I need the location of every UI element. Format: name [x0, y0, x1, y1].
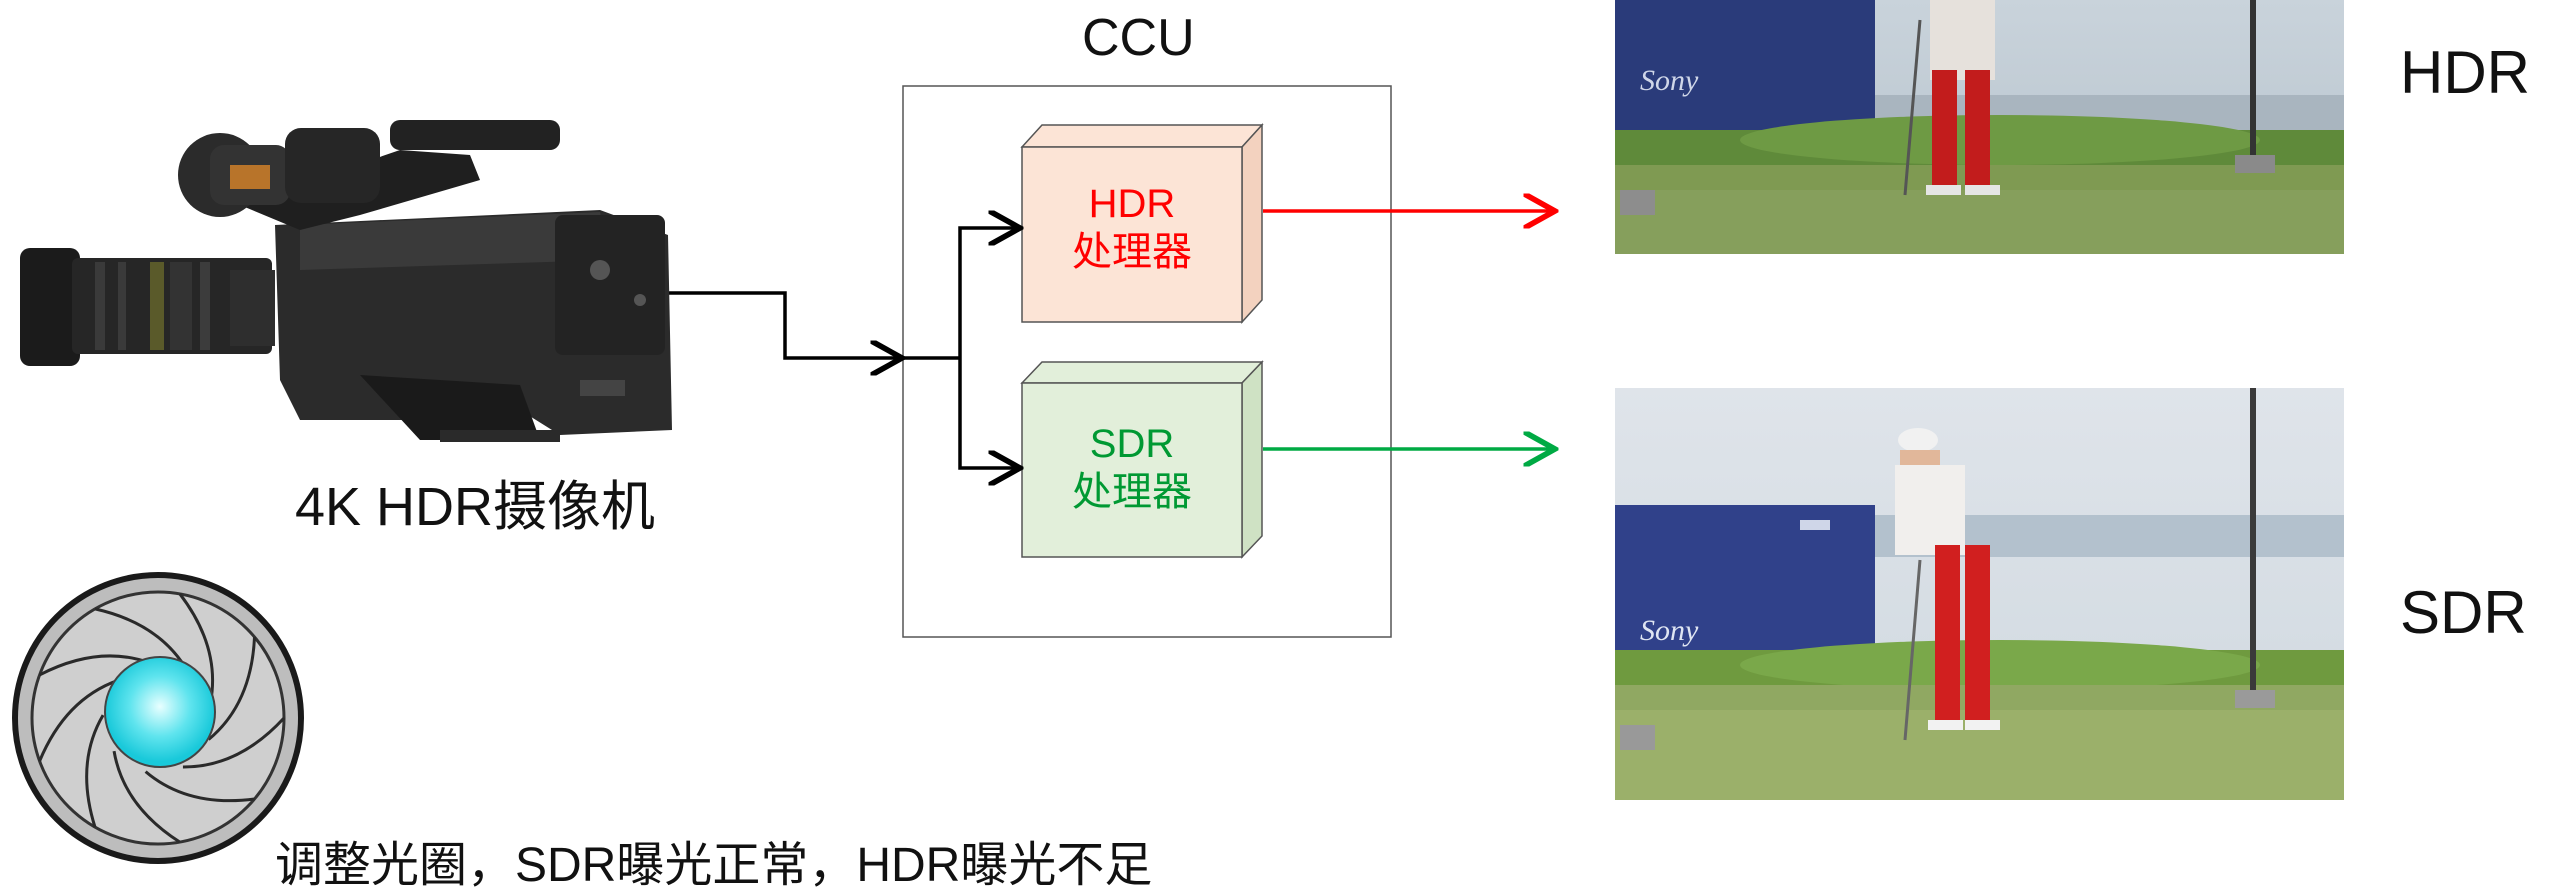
- aperture-blade: [144, 770, 255, 803]
- hdr-processor-label: HDR 处理器: [1022, 180, 1242, 276]
- aperture-icon: [12, 572, 304, 864]
- aperture-blade: [207, 636, 257, 741]
- sdr-processor-label-line2: 处理器: [1072, 470, 1192, 514]
- svg-text:Sony: Sony: [1640, 614, 1699, 647]
- aperture-blade: [85, 714, 105, 828]
- hdr-processor-block: [1020, 123, 1264, 324]
- sdr-processor-label: SDR 处理器: [1022, 420, 1242, 516]
- sdr-output-label: SDR: [2400, 579, 2527, 646]
- aperture-blade: [38, 679, 119, 762]
- camera-label: 4K HDR摄像机: [295, 477, 656, 537]
- aperture-blade: [178, 593, 215, 703]
- sdr-processor-label-line1: SDR: [1089, 422, 1175, 466]
- hdr-output-label: HDR: [2400, 39, 2530, 106]
- hdr-processor-label-line2: 处理器: [1072, 230, 1192, 274]
- to-hdr-connector: [958, 228, 1020, 358]
- to-sdr-connector: [958, 358, 1020, 468]
- hdr-output-image: Sony: [1615, 0, 2344, 254]
- camera-icon: [20, 120, 672, 442]
- hdr-processor-label-line1: HDR: [1088, 182, 1176, 226]
- sdr-output-image: Sony: [1615, 388, 2344, 800]
- aperture-caption: 调整光圈，SDR曝光正常，HDR曝光不足: [275, 839, 1153, 892]
- aperture-blade: [112, 750, 181, 844]
- ccu-title: CCU: [1082, 9, 1195, 67]
- camera-output-connector: [668, 291, 902, 358]
- sdr-processor-block: [1020, 360, 1264, 559]
- aperture-blade: [182, 716, 286, 769]
- svg-text:Sony: Sony: [1640, 64, 1699, 97]
